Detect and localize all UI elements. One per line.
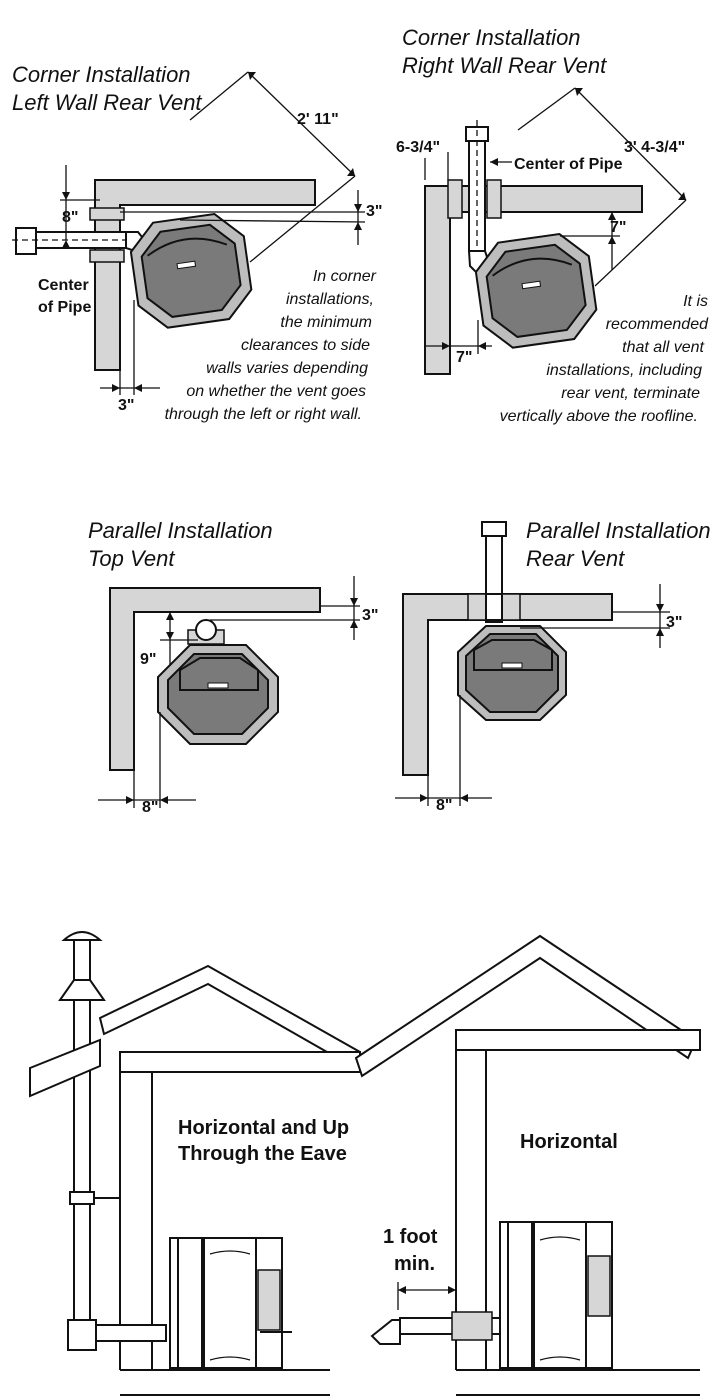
corner-right-dim-pipe: 6-3/4" (396, 139, 440, 156)
chimney-cap (61, 931, 103, 941)
note-line-6: vertically above the roofline. (500, 408, 698, 425)
vent-termination (370, 1319, 401, 1345)
note-line-3: the minimum (280, 314, 372, 331)
horizontal-stove (499, 1221, 613, 1369)
corner-left-dim-diagonal: 2' 11" (297, 111, 339, 128)
note-line-6: on whether the vent goes (186, 383, 366, 400)
note-line-1: It is (683, 293, 708, 310)
panel-corner-left: Corner Installation Left Wall Rear Vent … (12, 62, 382, 423)
parallel-rear-stove (457, 625, 567, 721)
parallel-top-title-2: Top Vent (88, 546, 175, 571)
horizontal-pipe (95, 1324, 167, 1342)
parallel-rear-title-2: Rear Vent (526, 546, 625, 571)
parallel-rear-dim-side: 8" (436, 797, 452, 814)
roof-flashing (29, 1038, 101, 1098)
corner-right-center-label: Center of Pipe (514, 156, 623, 173)
corner-left-title-2: Left Wall Rear Vent (12, 90, 202, 115)
corner-left-dim-side: 3" (118, 397, 134, 414)
note-line-2: installations, (286, 291, 374, 308)
eave-stove (169, 1237, 292, 1369)
corner-left-note: In corner installations, the minimum cle… (165, 268, 377, 423)
roof (354, 934, 698, 1078)
parallel-top-dim-side: 8" (142, 799, 158, 816)
corner-right-stove (474, 233, 598, 349)
corner-right-title-2: Right Wall Rear Vent (402, 53, 607, 78)
parallel-rear-walls (402, 593, 613, 776)
horizontal-label: Horizontal (520, 1131, 618, 1153)
note-line-4: clearances to side (241, 337, 370, 354)
parallel-top-title-1: Parallel Installation (88, 518, 273, 543)
panel-horizontal-eave: Horizontal and Up Through the Eave (29, 931, 362, 1396)
corner-left-stove (129, 213, 253, 329)
panel-horizontal: Horizontal 1 foot min. (354, 934, 701, 1396)
dim-back-line-2 (179, 219, 366, 223)
note-line-3: that all vent (622, 339, 704, 356)
corner-right-note: It is recommended that all vent installa… (500, 293, 709, 425)
panel-parallel-rear: Parallel Installation Rear Vent 3" 8" (395, 518, 711, 814)
min-label-2: min. (394, 1253, 435, 1275)
min-label-1: 1 foot (383, 1226, 438, 1248)
parallel-top-stove (157, 644, 279, 745)
top-vent-pipe (195, 619, 217, 641)
corner-right-dim-back: 7" (610, 219, 626, 236)
parallel-rear-dim-back: 3" (666, 614, 682, 631)
parallel-top-dim-pipe: 9" (140, 651, 156, 668)
vent-cap (15, 227, 37, 255)
note-line-1: In corner (313, 268, 377, 285)
center-label-1: Center (38, 277, 89, 294)
corner-left-dim-back: 3" (366, 203, 382, 220)
corner-left-walls (94, 179, 316, 371)
vent-cap (481, 521, 507, 537)
note-line-5: rear vent, terminate (561, 385, 700, 402)
corner-right-dim-side: 7" (456, 349, 472, 366)
wall-thimble-bottom (89, 249, 125, 263)
panel-corner-right: Corner Installation Right Wall Rear Vent… (396, 25, 709, 425)
note-line-4: installations, including (546, 362, 702, 379)
corner-right-dim-diagonal: 3' 4-3/4" (624, 139, 685, 156)
parallel-top-dim-back: 3" (362, 607, 378, 624)
parallel-rear-title-1: Parallel Installation (526, 518, 711, 543)
wall-thimble-top (89, 207, 125, 221)
eave-label-2: Through the Eave (178, 1143, 347, 1165)
panel-parallel-top: Parallel Installation Top Vent 3" 9" 8" (88, 518, 378, 816)
parallel-top-walls (109, 587, 321, 771)
corner-left-dim-pipe: 8" (62, 209, 78, 226)
note-line-5: walls varies depending (206, 360, 368, 377)
eave-label-1: Horizontal and Up (178, 1117, 349, 1139)
corner-left-title-1: Corner Installation (12, 62, 191, 87)
corner-right-title-1: Corner Installation (402, 25, 581, 50)
note-line-2: recommended (606, 316, 709, 333)
center-label-2: of Pipe (38, 299, 91, 316)
note-line-7: through the left or right wall. (165, 406, 362, 423)
